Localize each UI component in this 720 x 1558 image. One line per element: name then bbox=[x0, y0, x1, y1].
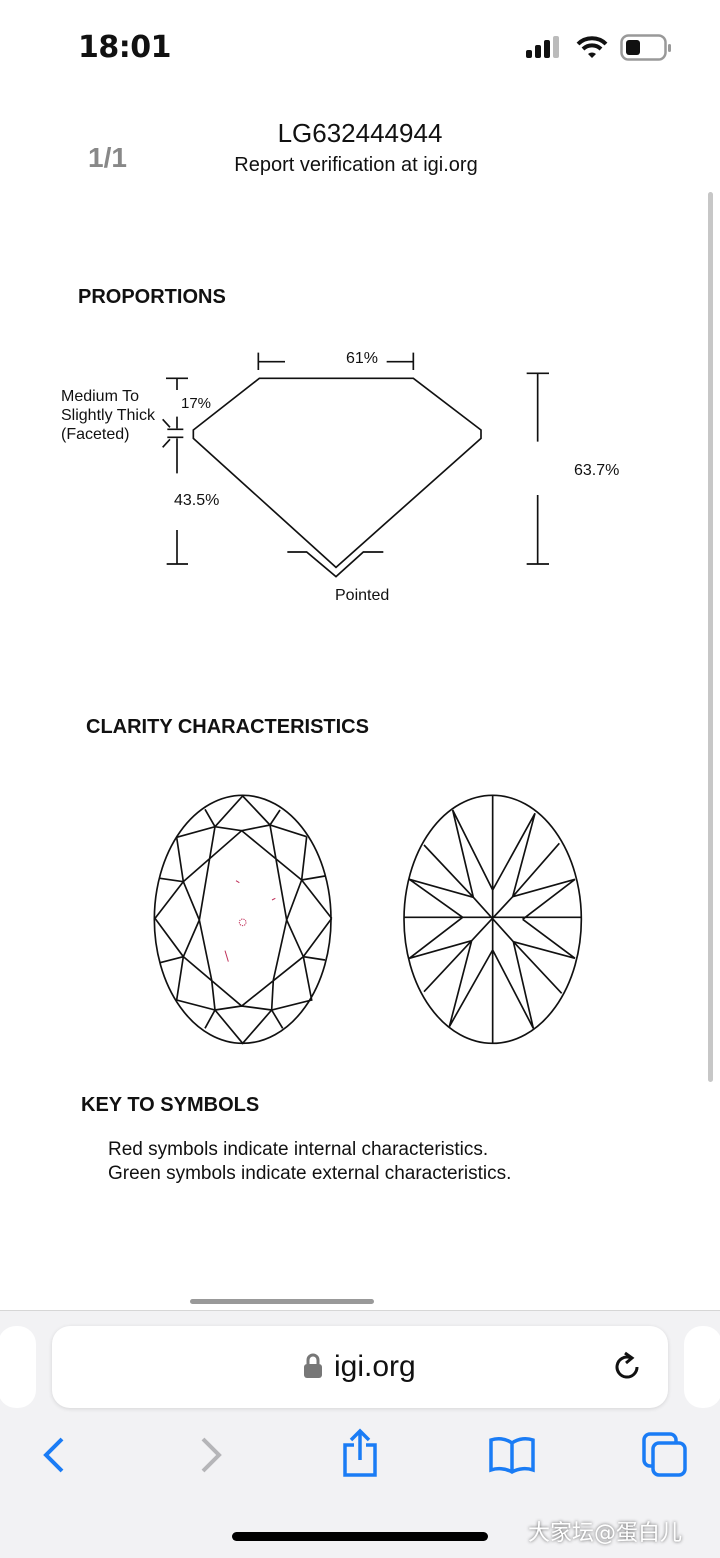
proportions-diagram bbox=[162, 352, 549, 578]
tabs-icon[interactable] bbox=[642, 1432, 688, 1478]
pavilion-percent: 43.5% bbox=[174, 492, 220, 509]
total-depth-dimension bbox=[526, 372, 549, 565]
crown-view bbox=[153, 794, 333, 1045]
report-number: LG632444944 bbox=[277, 118, 443, 148]
previous-tab-card[interactable] bbox=[0, 1326, 36, 1408]
proportions-heading: PROPORTIONS bbox=[78, 286, 226, 308]
report-verification-text: Report verification at igi.org bbox=[234, 154, 478, 176]
next-tab-card[interactable] bbox=[684, 1326, 720, 1408]
toolbar-drag-handle[interactable] bbox=[190, 1299, 374, 1304]
girdle-label: Medium To Slightly Thick (Faceted) bbox=[61, 387, 155, 444]
wifi-icon bbox=[576, 36, 608, 58]
key-line-green: Green symbols indicate external characte… bbox=[108, 1163, 512, 1184]
lock-icon bbox=[304, 1353, 322, 1378]
share-icon[interactable] bbox=[340, 1428, 380, 1478]
watermark: 大家坛@蛋白儿 bbox=[528, 1521, 683, 1546]
culet-label: Pointed bbox=[335, 587, 390, 604]
url-text[interactable]: igi.org bbox=[334, 1350, 416, 1383]
reload-icon[interactable] bbox=[610, 1350, 644, 1384]
key-text: Red symbols indicate internal characteri… bbox=[108, 1138, 511, 1186]
key-line-red: Red symbols indicate internal characteri… bbox=[108, 1139, 489, 1160]
girdle-line: (Faceted) bbox=[61, 426, 130, 443]
girdle-line: Medium To bbox=[61, 388, 139, 405]
page-indicator: 1/1 bbox=[88, 142, 127, 173]
table-dimension bbox=[257, 352, 415, 370]
scrollbar[interactable] bbox=[708, 192, 713, 1082]
inclusions bbox=[224, 880, 276, 962]
clarity-plot bbox=[153, 794, 583, 1045]
clarity-heading: CLARITY CHARACTERISTICS bbox=[86, 716, 369, 738]
cellular-signal-icon bbox=[526, 36, 559, 58]
pavilion-view bbox=[403, 794, 583, 1045]
diamond-profile bbox=[192, 377, 482, 569]
table-percent: 61% bbox=[346, 350, 379, 367]
battery-icon bbox=[620, 34, 671, 61]
home-indicator[interactable] bbox=[232, 1532, 488, 1541]
address-bar[interactable] bbox=[52, 1326, 668, 1408]
girdle-line: Slightly Thick bbox=[61, 407, 155, 424]
forward-icon[interactable] bbox=[195, 1436, 225, 1474]
status-time: 18:01 bbox=[78, 30, 172, 65]
bookmarks-icon[interactable] bbox=[488, 1436, 536, 1474]
crown-percent: 17% bbox=[181, 395, 212, 412]
total-depth-percent: 63.7% bbox=[574, 462, 620, 479]
crown-pavilion-dimension bbox=[162, 377, 188, 565]
back-icon[interactable] bbox=[40, 1436, 70, 1474]
key-heading: KEY TO SYMBOLS bbox=[81, 1094, 260, 1116]
culet-marker bbox=[287, 551, 384, 578]
